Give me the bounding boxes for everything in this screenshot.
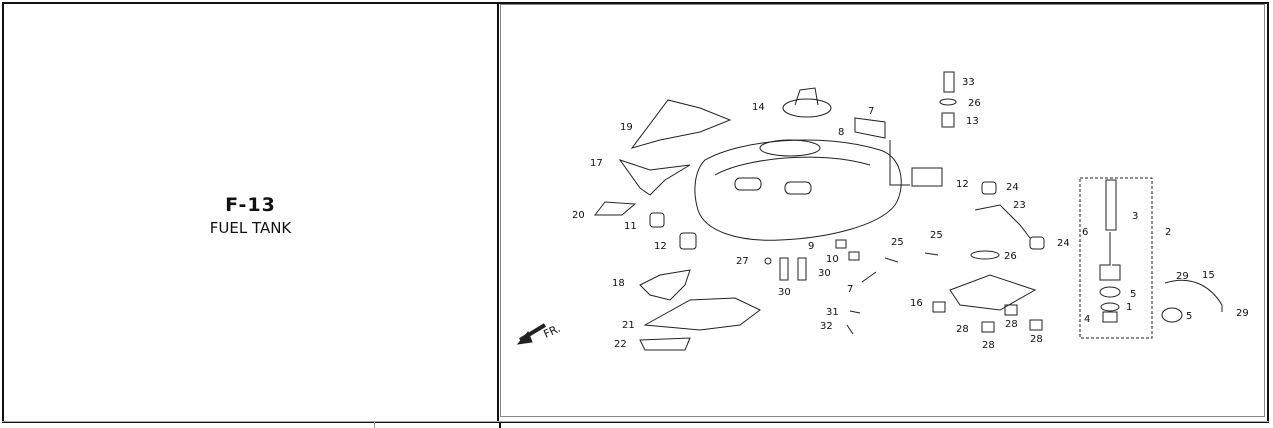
callout-26b: 26 [1004, 251, 1017, 262]
callout-16: 16 [910, 298, 923, 309]
callout-29b: 29 [1236, 308, 1249, 319]
callout-10a: 9 [808, 241, 814, 252]
callout-32: 32 [820, 321, 833, 332]
callout-26a: 26 [968, 98, 981, 109]
callout-10b: 10 [826, 254, 839, 265]
callout-30a: 30 [818, 268, 831, 279]
callout-25a: 25 [891, 237, 904, 248]
callout-28c: 28 [982, 340, 995, 351]
callout-1: 1 [1126, 302, 1132, 313]
callout-3: 3 [1132, 211, 1138, 222]
page-frame [2, 2, 1269, 423]
callout-6: 6 [1082, 227, 1088, 238]
section-title: FUEL TANK [209, 219, 292, 237]
callout-14: 14 [752, 102, 765, 113]
callout-4: 4 [1084, 314, 1090, 325]
section-cell: F-13 FUEL TANK [2, 2, 499, 421]
callout-24a: 24 [1006, 182, 1019, 193]
bottom-strip [2, 421, 1269, 428]
callout-24b: 24 [1057, 238, 1070, 249]
callout-5b: 5 [1186, 311, 1192, 322]
callout-9: 8 [838, 127, 844, 138]
callout-21: 20 [572, 210, 585, 221]
callout-20: 21 [622, 320, 635, 331]
callout-33: 33 [962, 77, 975, 88]
callout-7: 7 [847, 284, 853, 295]
callout-22: 22 [614, 339, 627, 350]
section-code: F-13 [225, 194, 276, 216]
callout-23: 23 [1013, 200, 1026, 211]
callout-11b: 12 [654, 241, 667, 252]
callout-8: 7 [868, 106, 874, 117]
callout-29a: 29 [1176, 271, 1189, 282]
callout-28a: 28 [956, 324, 969, 335]
callout-25b: 25 [930, 230, 943, 241]
callout-19: 19 [620, 122, 633, 133]
callout-17: 17 [590, 158, 603, 169]
diagram-cell [500, 4, 1265, 417]
fuel-cap-shape [782, 98, 832, 118]
callout-12: 12 [956, 179, 969, 190]
callout-18: 18 [612, 278, 625, 289]
callout-30b: 30 [778, 287, 791, 298]
cover-19-shape [630, 99, 732, 149]
callout-2: 2 [1165, 227, 1171, 238]
callout-5a: 5 [1130, 289, 1136, 300]
fuel-tank-shape [694, 139, 902, 241]
callout-31: 31 [826, 307, 839, 318]
callout-27: 27 [736, 256, 749, 267]
callout-13: 13 [966, 116, 979, 127]
callout-15: 15 [1202, 270, 1215, 281]
callout-11a: 11 [624, 221, 637, 232]
callout-28d: 28 [1030, 334, 1043, 345]
callout-28b: 28 [1005, 319, 1018, 330]
